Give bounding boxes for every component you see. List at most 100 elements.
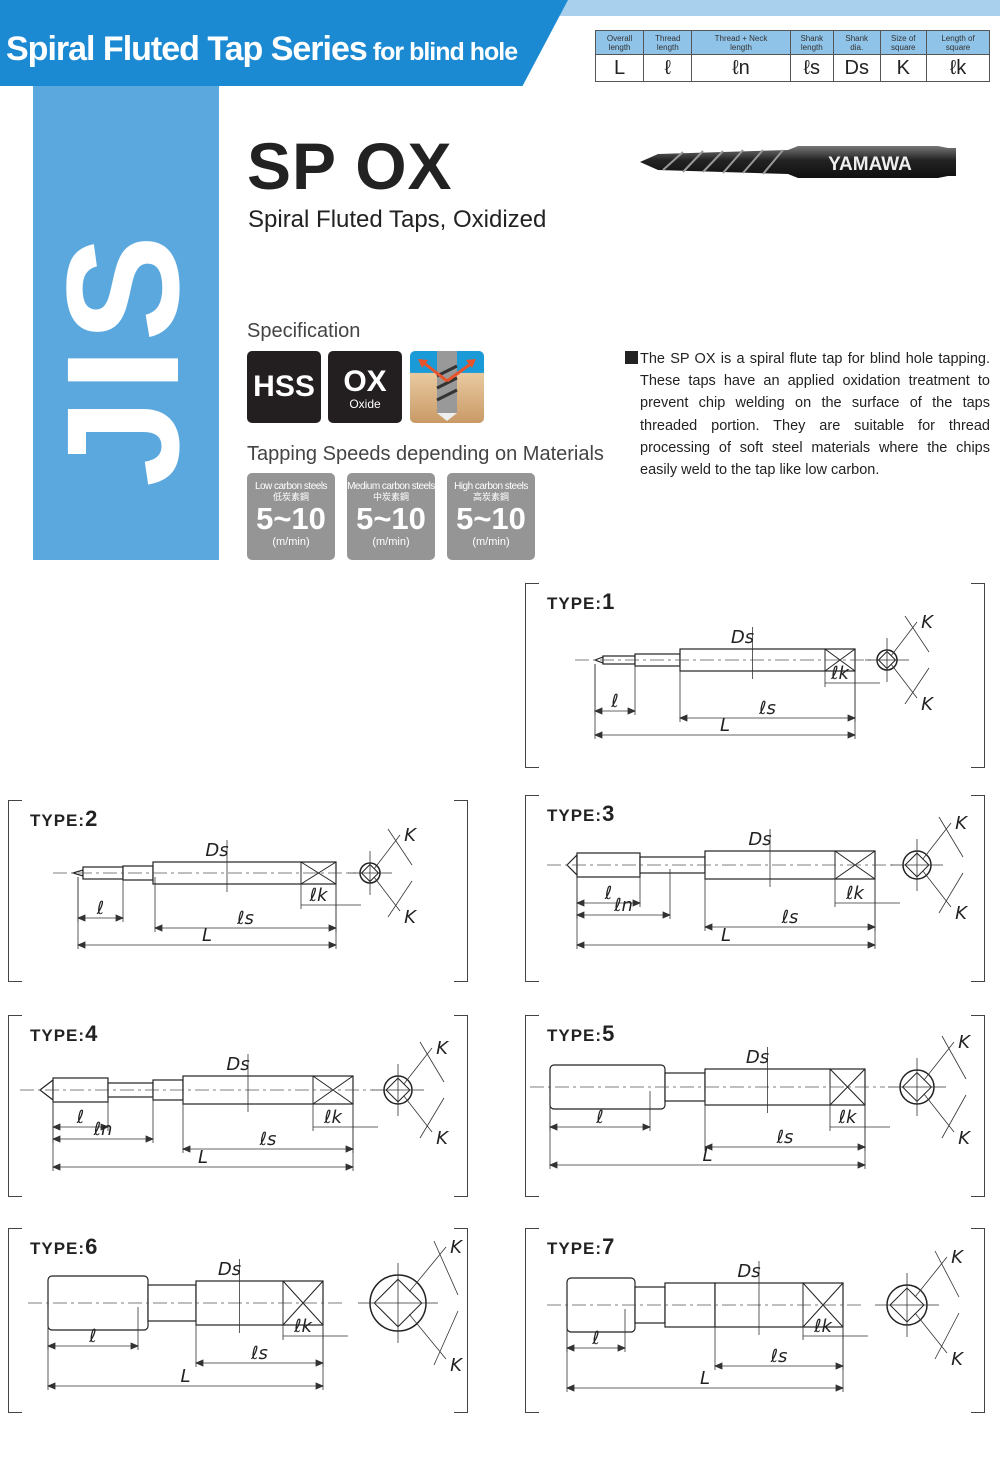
L-label: L [198,1147,208,1168]
speed-material: High carbon steels [454,481,528,492]
k-label-top: K [958,1032,971,1053]
symbol-header-line: square [891,42,916,52]
speed-material: Low carbon steels [254,481,328,492]
speed-material: Medium carbon steels [347,481,435,492]
series-suffix: for blind hole [372,38,518,66]
k-label-bottom: K [951,1349,964,1370]
tapping-speeds-label: Tapping Speeds depending on Materials [247,443,604,465]
symbol-value: Ds [832,54,881,82]
hss-badge: HSS [247,351,321,423]
symbol-header-line: Shank [800,33,824,43]
ls-label: ℓs [770,1346,788,1367]
L-label: L [202,925,212,946]
symbol-header-line: Thread [655,33,681,43]
ls-label: ℓs [776,1127,794,1148]
type-prefix: TYPE: [547,594,603,613]
l-label: ℓ [610,691,618,712]
lk-label: ℓk [293,1316,313,1337]
L-dimension-line [548,1091,867,1169]
yamawa-logo-text: YAMAWA [828,154,912,175]
type-number: 1 [602,589,616,614]
type-prefix: TYPE: [547,1239,603,1258]
bracket-left [8,800,22,982]
oxide-badge-title: OX [343,365,387,398]
type-prefix: TYPE: [30,1026,86,1045]
L-label: L [721,925,731,946]
symbol-value: ℓ [643,54,693,82]
description-text: The SP OX is a spiral flute tap for blin… [640,351,990,479]
type-title: TYPE:3 [547,801,615,827]
ds-label: Ds [748,829,771,850]
l-label: ℓ [88,1326,96,1347]
bracket-right [971,1015,985,1197]
symbol-value: ℓk [926,54,990,82]
symbol-value: L [594,54,645,82]
symbol-value: ℓn [691,54,791,82]
lk-label: ℓk [838,1107,858,1128]
product-description: The SP OX is a spiral flute tap for blin… [625,348,990,481]
ln-label: ℓn [613,895,633,916]
type-title: TYPE:4 [30,1021,98,1047]
k-label-bottom: K [450,1355,463,1376]
L-dimension-line [593,664,857,739]
l-label: ℓ [604,883,612,904]
jis-label: JIS [33,228,212,488]
lk-label: ℓk [309,885,329,906]
type-number: 6 [85,1234,99,1259]
ls-label: ℓs [259,1129,277,1150]
k-label-bottom: K [921,694,934,715]
bracket-right [971,1228,985,1413]
symbol-header-line: Length of [941,33,975,43]
ds-label: Ds [205,840,228,861]
L-label: L [702,1145,712,1166]
type-title: TYPE:7 [547,1234,615,1260]
lk-label: ℓk [845,883,865,904]
type-title: TYPE:1 [547,589,615,615]
type-number: 7 [602,1234,616,1259]
bracket-right [454,1015,468,1197]
l-label: ℓ [96,898,104,919]
tap-product-image: YAMAWA [640,146,956,178]
symbol-header-line: Thread + Neck [714,33,768,43]
end-view-dimension-lines [348,828,413,918]
speed-material-jp: 低炭素鋼 [272,492,309,502]
end-view-dimension-lines [865,615,930,705]
symbol-header-line: length [608,42,631,52]
chip-flow-icon [410,351,484,423]
symbol-header-line: length [730,42,752,52]
type-title: TYPE:5 [547,1021,615,1047]
bracket-right [454,800,468,982]
oxide-badge-sub: Oxide [349,397,381,411]
specification-label: Specification [247,320,361,342]
bullet-square-icon [625,351,638,364]
series-title-text: Spiral Fluted Tap Series [6,30,368,68]
speed-material-jp: 高炭素鋼 [472,492,509,502]
bracket-left [8,1228,22,1413]
symbol-value: ℓs [789,54,834,82]
type-prefix: TYPE: [30,1239,86,1258]
symbol-value: K [879,54,928,82]
bracket-right [454,1228,468,1413]
L-dimension-line [575,869,877,949]
ls-label: ℓs [236,908,254,929]
k-label-top: K [955,813,968,834]
type-prefix: TYPE: [547,1026,603,1045]
L-label: L [700,1368,710,1389]
